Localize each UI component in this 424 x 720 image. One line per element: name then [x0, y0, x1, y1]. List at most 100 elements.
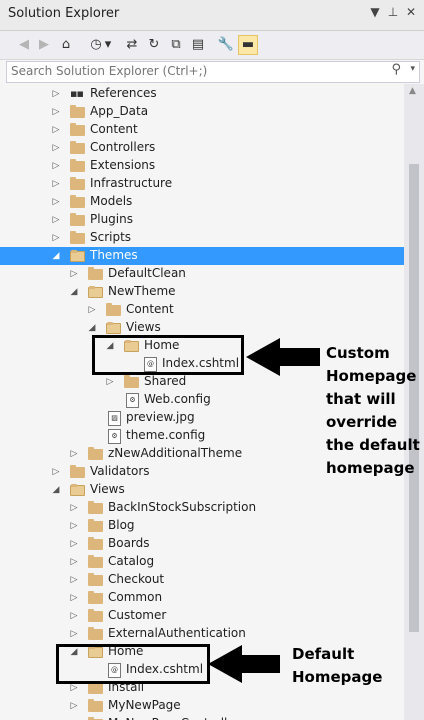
tree-item[interactable]: ▷Validators	[0, 463, 404, 481]
expanded-triangle-icon[interactable]: ◢	[70, 287, 78, 297]
tree-item[interactable]: ▷Blog	[0, 517, 404, 535]
tree-item[interactable]: ▷Customer	[0, 607, 404, 625]
tree-item[interactable]: ◢Views	[0, 319, 404, 337]
tree-item[interactable]: ▷Common	[0, 589, 404, 607]
collapsed-triangle-icon[interactable]: ▷	[70, 611, 78, 621]
tree-item[interactable]: ▷App_Data	[0, 103, 404, 121]
tree-item[interactable]: ▷MyNewPageController	[0, 715, 404, 720]
tree-item[interactable]: ▷Catalog	[0, 553, 404, 571]
expanded-triangle-icon[interactable]: ◢	[106, 341, 114, 351]
close-icon[interactable]: ✕	[405, 5, 417, 19]
folder-icon	[70, 465, 86, 479]
tree-item[interactable]: ◢Views	[0, 481, 404, 499]
auto-hide-pin-icon[interactable]: ⊥	[387, 5, 399, 19]
search-input[interactable]	[11, 63, 381, 79]
collapsed-triangle-icon[interactable]: ▷	[70, 593, 78, 603]
collapsed-triangle-icon[interactable]: ▷	[106, 377, 114, 387]
sync-icon[interactable]: ⇄	[126, 37, 138, 52]
collapsed-triangle-icon[interactable]: ▷	[52, 107, 60, 117]
tree-item[interactable]: ▷Controllers	[0, 139, 404, 157]
tree-item[interactable]: ◢ Home	[0, 643, 404, 661]
tree-item[interactable]: ▷DefaultClean	[0, 265, 404, 283]
preview-pin-icon[interactable]: ▬	[238, 35, 258, 55]
collapsed-triangle-icon[interactable]: ▷	[52, 467, 60, 477]
tree-item[interactable]: ▷Models	[0, 193, 404, 211]
expanded-triangle-icon[interactable]: ◢	[70, 647, 78, 657]
search-icon[interactable]: ⚲	[391, 62, 401, 77]
tree-item[interactable]: ▷MyNewPage	[0, 697, 404, 715]
tree-item[interactable]: ▷BackInStockSubscription	[0, 499, 404, 517]
collapsed-triangle-icon[interactable]: ▷	[70, 269, 78, 279]
search-options-chevron-icon[interactable]: ▾	[410, 64, 415, 74]
toolbar: ◀ ▶ ⌂ ◷ ▾ ⇄ ↻ ⧉ ▤ 🔧 ▬	[0, 31, 424, 60]
tree-item[interactable]: ▷Infrastructure	[0, 175, 404, 193]
tree-item[interactable]: ▷ Shared	[0, 373, 404, 391]
tree-item[interactable]: ▷▪▪References	[0, 85, 404, 103]
tree-item-label: Shared	[144, 374, 187, 388]
folder-icon	[88, 627, 104, 641]
tree-item[interactable]: ◢Themes	[0, 247, 404, 265]
collapsed-triangle-icon[interactable]: ▷	[52, 125, 60, 135]
tree-item[interactable]: ⚙Web.config	[0, 391, 404, 409]
tree-item-label: Index.cshtml	[162, 356, 240, 370]
window-menu-icon[interactable]: ▼	[370, 5, 380, 19]
references-icon: ▪▪	[70, 87, 84, 100]
tree-item[interactable]: ▷Checkout	[0, 571, 404, 589]
collapsed-triangle-icon[interactable]: ▷	[52, 215, 60, 225]
collapsed-triangle-icon[interactable]: ▷	[52, 143, 60, 153]
collapsed-triangle-icon[interactable]: ▷	[70, 575, 78, 585]
tree-item-label: Boards	[108, 536, 150, 550]
back-icon[interactable]: ◀	[19, 37, 29, 52]
tree-item-label: Index.cshtml	[126, 662, 204, 676]
history-icon[interactable]: ◷	[90, 37, 102, 52]
collapsed-triangle-icon[interactable]: ▷	[70, 539, 78, 549]
vertical-scrollbar[interactable]: ▲	[404, 84, 424, 720]
collapsed-triangle-icon[interactable]: ▷	[70, 701, 78, 711]
tree-item[interactable]: ▷Content	[0, 121, 404, 139]
tree-item[interactable]: @Index.cshtml	[0, 355, 404, 373]
default-homepage-callout: Default Homepage	[292, 643, 382, 689]
collapsed-triangle-icon[interactable]: ▷	[70, 521, 78, 531]
tree-item[interactable]: @Index.cshtml	[0, 661, 404, 679]
tree-item[interactable]: ◢NewTheme	[0, 283, 404, 301]
properties-wrench-icon[interactable]: 🔧	[217, 37, 235, 52]
scrollbar-thumb[interactable]	[409, 164, 419, 632]
collapsed-triangle-icon[interactable]: ▷	[52, 197, 60, 207]
tree-item[interactable]: ▷Extensions	[0, 157, 404, 175]
refresh-icon[interactable]: ↻	[148, 37, 160, 52]
show-all-files-icon[interactable]: ▤	[191, 37, 205, 52]
collapsed-triangle-icon[interactable]: ▷	[70, 557, 78, 567]
scroll-up-icon[interactable]: ▲	[409, 86, 416, 96]
tree-item[interactable]: ◢Home	[0, 337, 404, 355]
collapsed-triangle-icon[interactable]: ▷	[52, 161, 60, 171]
open-folder-icon	[70, 483, 86, 497]
folder-icon	[88, 501, 104, 515]
collapse-all-icon[interactable]: ⧉	[171, 37, 181, 52]
collapsed-triangle-icon[interactable]: ▷	[52, 233, 60, 243]
tree-item[interactable]: ▷Plugins	[0, 211, 404, 229]
collapsed-triangle-icon[interactable]: ▷	[70, 629, 78, 639]
collapsed-triangle-icon[interactable]: ▷	[52, 89, 60, 99]
tree-item[interactable]: ⚙theme.config	[0, 427, 404, 445]
tree-item[interactable]: ▷zNewAdditionalTheme	[0, 445, 404, 463]
tree-item[interactable]: ▷ Boards	[0, 535, 404, 553]
expanded-triangle-icon[interactable]: ◢	[52, 251, 60, 261]
collapsed-triangle-icon[interactable]: ▷	[70, 683, 78, 693]
tree-item-label: Home	[108, 644, 144, 658]
expanded-triangle-icon[interactable]: ◢	[52, 485, 60, 495]
callout-line: Homepage	[292, 668, 383, 686]
collapsed-triangle-icon[interactable]: ▷	[70, 449, 78, 459]
forward-icon[interactable]: ▶	[39, 37, 49, 52]
home-icon[interactable]: ⌂	[61, 37, 71, 52]
expanded-triangle-icon[interactable]: ◢	[88, 323, 96, 333]
tree-item[interactable]: ▷Content	[0, 301, 404, 319]
history-dropdown-icon[interactable]: ▾	[104, 37, 112, 52]
folder-icon	[88, 591, 104, 605]
collapsed-triangle-icon[interactable]: ▷	[88, 305, 96, 315]
tree-item[interactable]: ▨preview.jpg	[0, 409, 404, 427]
callout-line: Custom	[326, 344, 390, 362]
tree-item[interactable]: ▷Scripts	[0, 229, 404, 247]
collapsed-triangle-icon[interactable]: ▷	[70, 503, 78, 513]
tree-item[interactable]: ▷ExternalAuthentication	[0, 625, 404, 643]
collapsed-triangle-icon[interactable]: ▷	[52, 179, 60, 189]
